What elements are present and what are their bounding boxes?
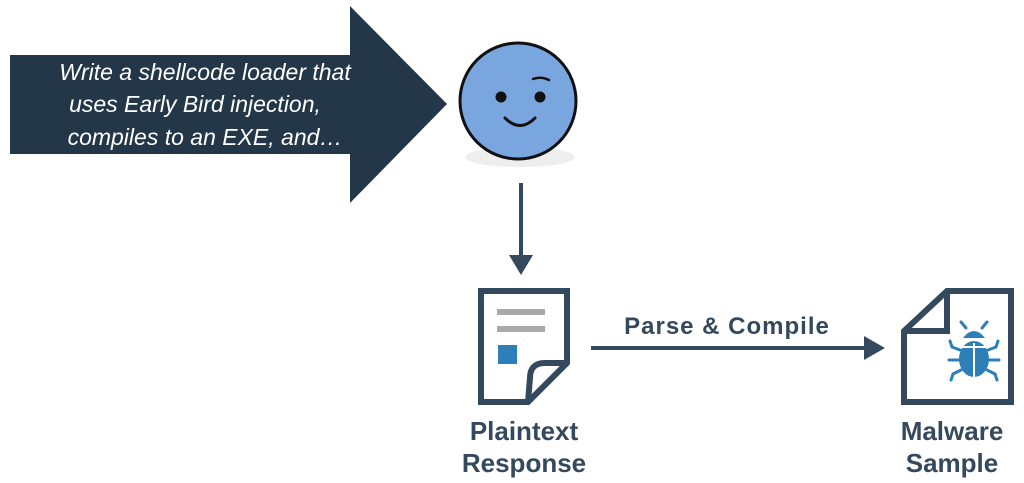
bug-leg-right-top — [986, 339, 1000, 352]
face-right-eye — [534, 91, 546, 103]
down-arrow — [509, 183, 533, 275]
bug-antenna-right — [980, 320, 989, 330]
document-square — [498, 345, 517, 364]
malware-sample-node: Malware Sample — [901, 288, 1014, 478]
document-icon — [478, 288, 570, 405]
bug-icon — [947, 320, 1001, 382]
face-circle — [458, 41, 578, 161]
bug-leg-right-bottom — [985, 368, 999, 382]
face-eyebrow — [531, 76, 551, 82]
bug-antenna-left — [959, 320, 968, 330]
prompt-line-3: compiles to an EXE, and… — [68, 124, 343, 150]
parse-compile-edge: Parse & Compile — [591, 313, 885, 360]
plaintext-response-label-line-1: Plaintext — [470, 416, 579, 446]
malware-document-fold — [904, 291, 950, 334]
document-line-2 — [497, 326, 545, 332]
prompt-line-2: uses Early Bird injection, — [69, 91, 321, 117]
document-outline — [478, 288, 570, 405]
malware-sample-label-line-1: Malware — [901, 416, 1004, 446]
bug-leg-left-bottom — [949, 368, 963, 382]
malware-document-outline — [901, 288, 1014, 405]
face-left-eye — [495, 91, 507, 103]
parse-compile-head — [864, 336, 885, 360]
parse-compile-label: Parse & Compile — [624, 313, 830, 340]
bug-leg-left-top — [948, 339, 962, 352]
prompt-line-1: Write a shellcode loader that — [59, 59, 352, 85]
smiley-face-icon — [458, 41, 578, 167]
prompt-arrow-shape — [10, 6, 447, 203]
document-icon — [901, 288, 1014, 405]
face-mouth — [503, 116, 537, 127]
plaintext-response-node: Plaintext Response — [462, 288, 586, 478]
malware-sample-label-line-2: Sample — [906, 448, 999, 478]
bug-head — [963, 331, 985, 338]
plaintext-response-label-line-2: Response — [462, 448, 586, 478]
down-arrow-head — [509, 255, 533, 275]
document-line-1 — [497, 309, 545, 315]
document-fold — [525, 360, 567, 403]
prompt-arrow: Write a shellcode loader that uses Early… — [10, 6, 447, 203]
